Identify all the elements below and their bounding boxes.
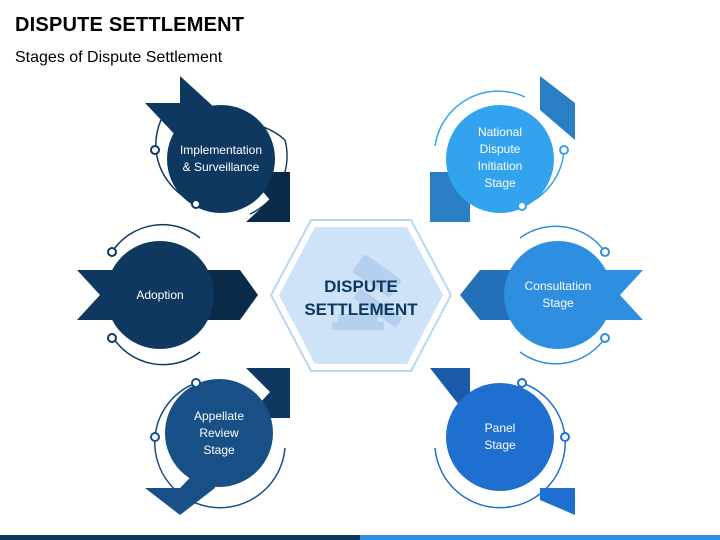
gavel-icon — [332, 254, 403, 330]
stage-label-implementation: Implementation & Surveillance — [179, 143, 263, 174]
stage-national — [430, 76, 575, 222]
slide-subtitle: Stages of Dispute Settlement — [15, 49, 223, 66]
bar-segment-light — [360, 535, 720, 540]
bottom-accent-bar — [0, 535, 720, 540]
stage-label-panel: Panel Stage — [484, 421, 516, 452]
center-label: DISPUTE SETTLEMENT — [304, 277, 418, 319]
bar-segment-dark — [0, 535, 360, 540]
stage-appellate — [145, 368, 290, 515]
slide-title: DISPUTE SETTLEMENT — [15, 14, 245, 36]
stage-consultation — [460, 225, 643, 365]
stage-label-consultation: Consultation Stage — [524, 279, 592, 310]
stage-implementation — [145, 76, 290, 222]
stage-adoption — [77, 224, 258, 366]
stage-label-adoption: Adoption — [136, 287, 184, 302]
stage-label-appellate: Appellate Review Stage — [193, 408, 245, 457]
stage-panel — [430, 368, 575, 515]
stage-label-national: National Dispute Initiation Stage — [477, 125, 523, 190]
